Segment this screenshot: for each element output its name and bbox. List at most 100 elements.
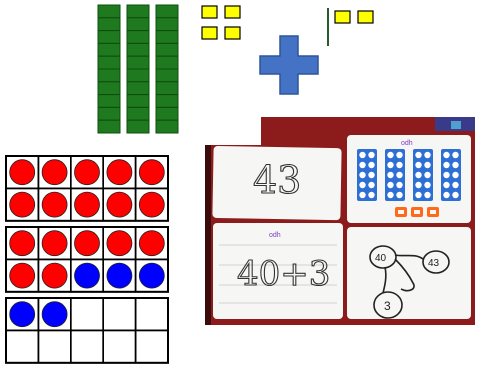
divider-line	[327, 8, 329, 46]
unit-cubes-group-four	[200, 4, 250, 46]
ten-frame	[6, 156, 168, 221]
part-circle-three: 3	[384, 299, 391, 313]
rod-segment	[156, 5, 178, 18]
card-hole	[424, 172, 430, 178]
rod-segment	[156, 69, 178, 82]
board-top-right: odh	[347, 135, 471, 223]
red-counter	[75, 231, 100, 256]
card-hole	[396, 162, 402, 168]
card-hole	[368, 162, 374, 168]
card-hole	[443, 192, 449, 198]
board-bottom-right: 40 43 3	[347, 227, 471, 319]
card-hole	[452, 172, 458, 178]
rod-segment	[127, 5, 149, 18]
red-counter	[107, 231, 132, 256]
rod-segment	[156, 107, 178, 120]
base-ten-rods	[96, 4, 180, 136]
unit-cubes-four-graphic	[200, 4, 250, 46]
whiteboards-photo: 43 odh odh 40+3 40	[205, 117, 475, 325]
rod-segment	[156, 18, 178, 31]
red-counter	[10, 160, 35, 185]
card-hole	[387, 192, 393, 198]
card-hole	[415, 152, 421, 158]
card-hole	[443, 172, 449, 178]
unit-cube	[225, 27, 240, 39]
unit-cube	[202, 27, 217, 39]
rod-segment	[98, 120, 120, 133]
card-hole	[387, 182, 393, 188]
numicon-card	[413, 149, 433, 201]
rod-segment	[98, 107, 120, 120]
rod-segment	[127, 107, 149, 120]
numicon-card	[357, 149, 377, 201]
rod-segment	[98, 69, 120, 82]
rod-segment	[127, 69, 149, 82]
red-counter	[42, 192, 67, 217]
rod-segment	[156, 31, 178, 44]
red-counter	[139, 160, 164, 185]
rod-segment	[127, 82, 149, 95]
blue-counter	[42, 302, 67, 327]
card-hole	[424, 182, 430, 188]
card-hole	[452, 162, 458, 168]
rod-segment	[156, 95, 178, 108]
unit-cube	[335, 11, 350, 23]
card-hole	[387, 162, 393, 168]
ten-frames	[4, 155, 172, 365]
card-hole	[452, 192, 458, 198]
card-hole	[396, 172, 402, 178]
rod-segment	[98, 18, 120, 31]
unit-cubes-group-two	[333, 9, 379, 29]
ten-rod	[98, 5, 120, 133]
card-hole	[368, 192, 374, 198]
card-hole	[415, 192, 421, 198]
card-hole	[387, 152, 393, 158]
red-counter	[42, 160, 67, 185]
card-hole	[424, 192, 430, 198]
red-counter	[42, 263, 67, 288]
unit-cube	[358, 11, 373, 23]
orange-counters	[395, 207, 439, 217]
red-counter	[75, 160, 100, 185]
ten-rod	[156, 5, 178, 133]
card-hole	[452, 152, 458, 158]
red-counter	[42, 231, 67, 256]
numicon-card	[441, 149, 461, 201]
board-top-left: 43	[212, 146, 341, 220]
card-hole	[443, 182, 449, 188]
blue-counter	[10, 302, 35, 327]
red-counter	[139, 192, 164, 217]
rod-segment	[98, 43, 120, 56]
unit-cube	[202, 6, 217, 18]
card-hole	[359, 182, 365, 188]
blue-counter	[75, 263, 100, 288]
card-hole	[359, 152, 365, 158]
red-counter	[139, 231, 164, 256]
board-bottom-left-expression: 40+3	[237, 254, 330, 294]
card-hole	[415, 172, 421, 178]
red-counter	[107, 160, 132, 185]
unit-cube	[225, 6, 240, 18]
rod-segment	[127, 56, 149, 69]
card-hole	[443, 162, 449, 168]
whiteboards-photo-graphic: 43 odh odh 40+3 40	[205, 117, 475, 325]
counter-hole	[430, 210, 436, 214]
numicon-card	[385, 149, 405, 201]
blue-counter	[107, 263, 132, 288]
unit-cubes-two-graphic	[333, 9, 379, 29]
red-counter	[10, 263, 35, 288]
counter-hole	[398, 210, 404, 214]
rod-segment	[98, 95, 120, 108]
rod-segment	[156, 120, 178, 133]
card-hole	[368, 152, 374, 158]
card-hole	[359, 172, 365, 178]
rod-segment	[127, 95, 149, 108]
counter-hole	[414, 210, 420, 214]
board-bottom-left-label: odh	[269, 232, 281, 239]
red-counter	[107, 192, 132, 217]
part-circle-forty: 40	[375, 253, 387, 264]
rod-segment	[156, 43, 178, 56]
rod-segment	[98, 31, 120, 44]
card-hole	[396, 152, 402, 158]
red-counter	[75, 192, 100, 217]
